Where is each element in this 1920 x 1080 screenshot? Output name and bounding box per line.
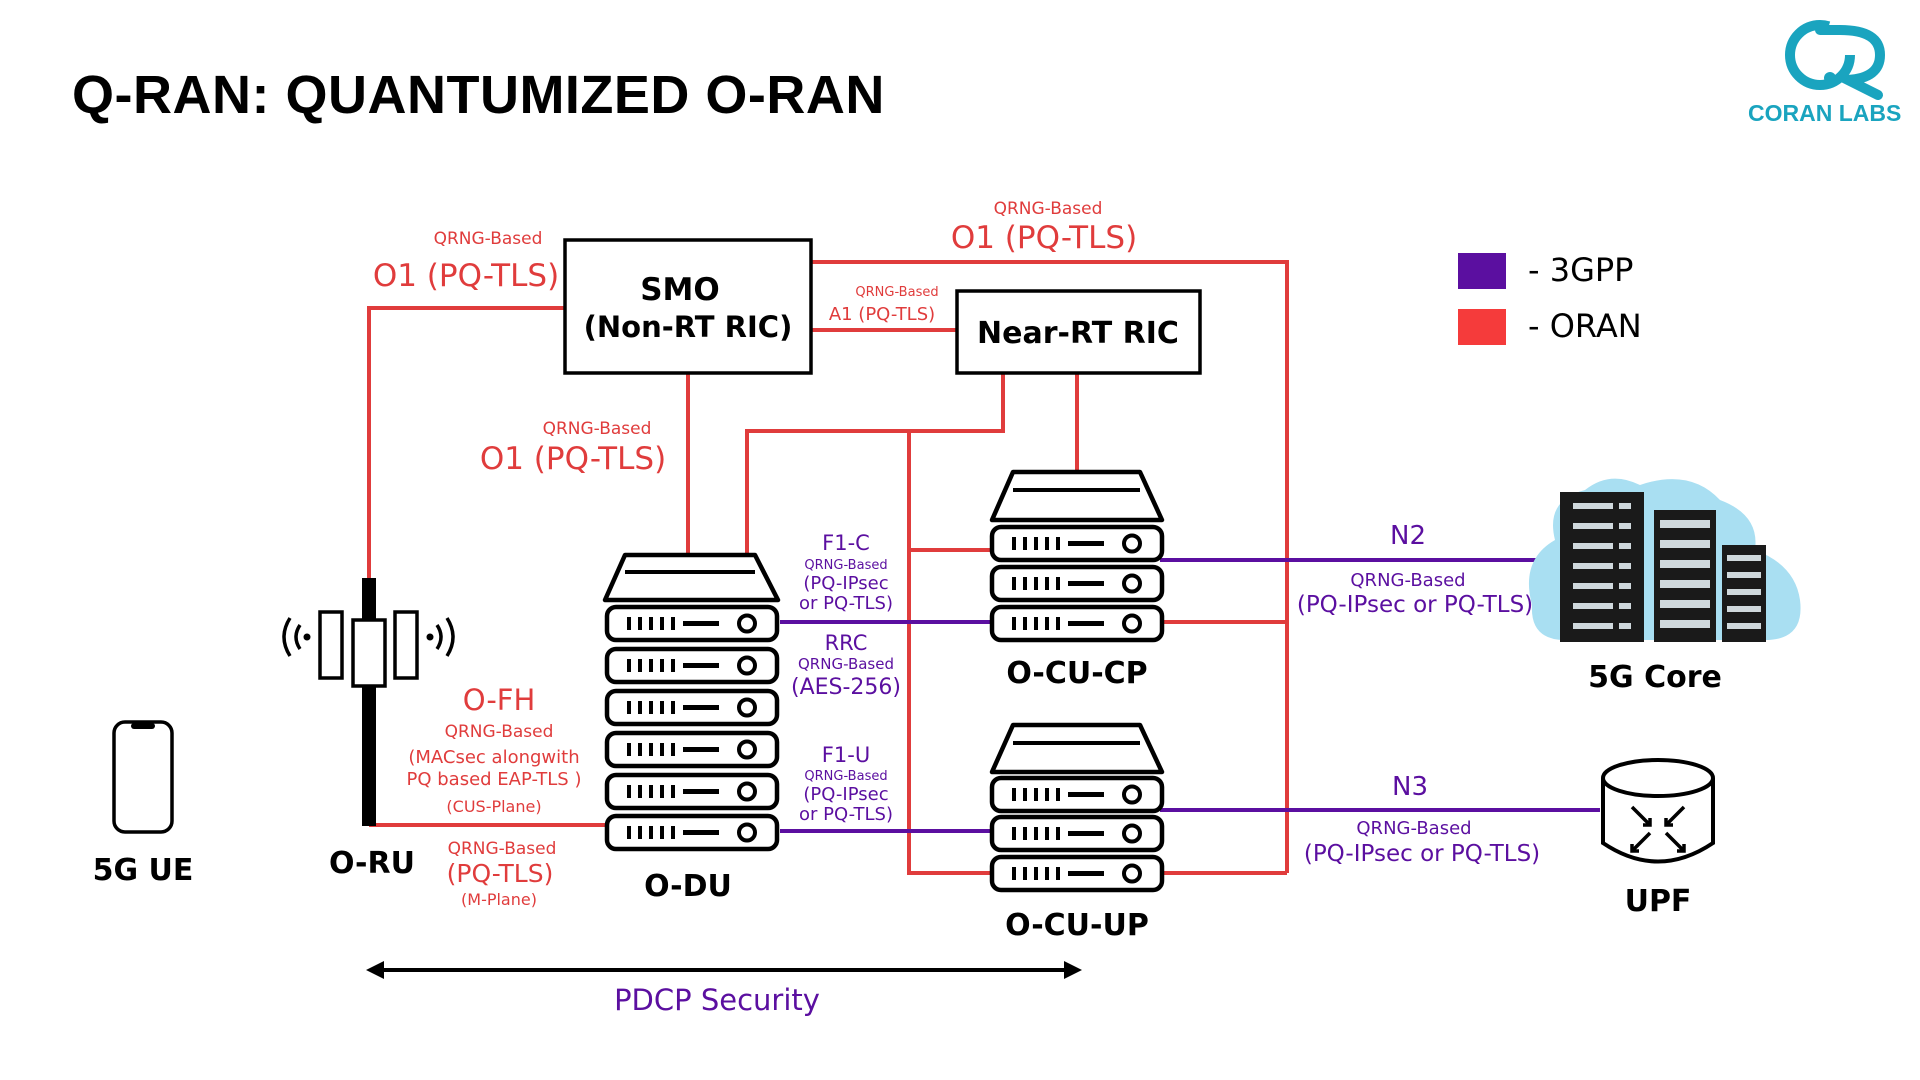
pdcp-security-label: PDCP Security xyxy=(614,983,820,1017)
core-label: 5G Core xyxy=(1588,660,1722,695)
smo-node: SMO (Non-RT RIC) xyxy=(563,238,813,375)
radio-tower-icon xyxy=(282,578,455,826)
o1-smo-oru-link xyxy=(367,306,565,580)
o1-mid-qrng: QRNG-Based xyxy=(543,419,652,439)
e2-ric-odu-link xyxy=(745,373,1005,555)
phone-icon xyxy=(112,720,174,834)
f1u-label: F1-U xyxy=(822,743,870,767)
oran-labels: QRNG-Based O1 (PQ-TLS) QRNG-Based O1 (PQ… xyxy=(373,199,1137,909)
ofh-qrng: QRNG-Based xyxy=(445,722,554,742)
coran-labs-logo-icon xyxy=(1785,20,1886,100)
legend-swatch-3gpp xyxy=(1458,253,1506,289)
ue-label: 5G UE xyxy=(93,853,194,888)
upf-router-icon xyxy=(1601,758,1715,864)
mplane-sublabel: (M-Plane) xyxy=(461,890,537,909)
a1-label: A1 (PQ-TLS) xyxy=(829,304,935,325)
n3-qrng: QRNG-Based xyxy=(1356,818,1471,839)
oru-label: O-RU xyxy=(329,846,415,881)
f1u-line1: (PQ-IPsec xyxy=(803,784,888,805)
smo-label: SMO xyxy=(640,272,720,308)
a1-qrng: QRNG-Based xyxy=(855,285,938,300)
f1c-label: F1-C xyxy=(822,531,870,555)
brand-name: CORAN LABS xyxy=(1748,100,1902,126)
e2-ric-left-bus-link xyxy=(907,431,990,875)
cucp-label: O-CU-CP xyxy=(1006,656,1147,691)
odu-label: O-DU xyxy=(644,869,732,904)
ofh-line2: PQ based EAP-TLS ) xyxy=(407,769,582,790)
upf-label: UPF xyxy=(1625,884,1692,919)
o1-top-label: O1 (PQ-TLS) xyxy=(951,220,1137,256)
cuup-server-icon xyxy=(989,722,1165,890)
n3-label: N3 xyxy=(1392,772,1428,802)
mplane-label: (PQ-TLS) xyxy=(447,859,554,888)
n3-line1: (PQ-IPsec or PQ-TLS) xyxy=(1304,841,1540,867)
tgpp-labels: F1-C QRNG-Based (PQ-IPsec or PQ-TLS) RRC… xyxy=(791,521,1540,867)
mplane-qrng: QRNG-Based xyxy=(448,839,557,859)
rrc-label: RRC xyxy=(825,631,868,655)
ofh-line3: (CUS-Plane) xyxy=(446,797,541,816)
rrc-qrng: QRNG-Based xyxy=(798,655,894,673)
page-title: Q-RAN: QUANTUMIZED O-RAN xyxy=(72,65,885,125)
ofh-line1: (MACsec alongwith xyxy=(408,747,579,768)
f1u-line2: or PQ-TLS) xyxy=(799,804,893,825)
o1-top-qrng: QRNG-Based xyxy=(994,199,1103,219)
pdcp-security-arrow xyxy=(366,961,1082,979)
o1-left-qrng: QRNG-Based xyxy=(434,229,543,249)
legend-label-3gpp: - 3GPP xyxy=(1528,251,1633,289)
f1c-line2: or PQ-TLS) xyxy=(799,593,893,614)
legend-label-oran: - ORAN xyxy=(1528,307,1642,345)
o1-smo-right-bus-link xyxy=(811,260,1289,873)
near-rt-ric-node: Near-RT RIC xyxy=(955,289,1202,375)
f1c-line1: (PQ-IPsec xyxy=(803,573,888,594)
rrc-line1: (AES-256) xyxy=(791,675,901,700)
oran-links xyxy=(367,260,1289,875)
ofh-label: O-FH xyxy=(463,683,536,717)
legend-swatch-oran xyxy=(1458,309,1506,345)
odu-server-icon xyxy=(602,552,781,849)
tgpp-links xyxy=(780,558,1600,833)
f1c-qrng: QRNG-Based xyxy=(804,558,887,573)
o1-left-label: O1 (PQ-TLS) xyxy=(373,258,559,294)
n2-line1: (PQ-IPsec or PQ-TLS) xyxy=(1297,592,1533,618)
f1u-qrng: QRNG-Based xyxy=(804,769,887,784)
o1-mid-label: O1 (PQ-TLS) xyxy=(480,441,666,477)
near-rt-ric-label: Near-RT RIC xyxy=(977,316,1179,351)
n2-label: N2 xyxy=(1390,521,1426,551)
legend: - 3GPP - ORAN xyxy=(1458,251,1642,345)
smo-sublabel: (Non-RT RIC) xyxy=(584,310,793,344)
cuup-label: O-CU-UP xyxy=(1005,908,1149,943)
n2-qrng: QRNG-Based xyxy=(1350,570,1465,591)
core-cloud-icon xyxy=(1528,478,1801,642)
cucp-server-icon xyxy=(989,469,1165,640)
